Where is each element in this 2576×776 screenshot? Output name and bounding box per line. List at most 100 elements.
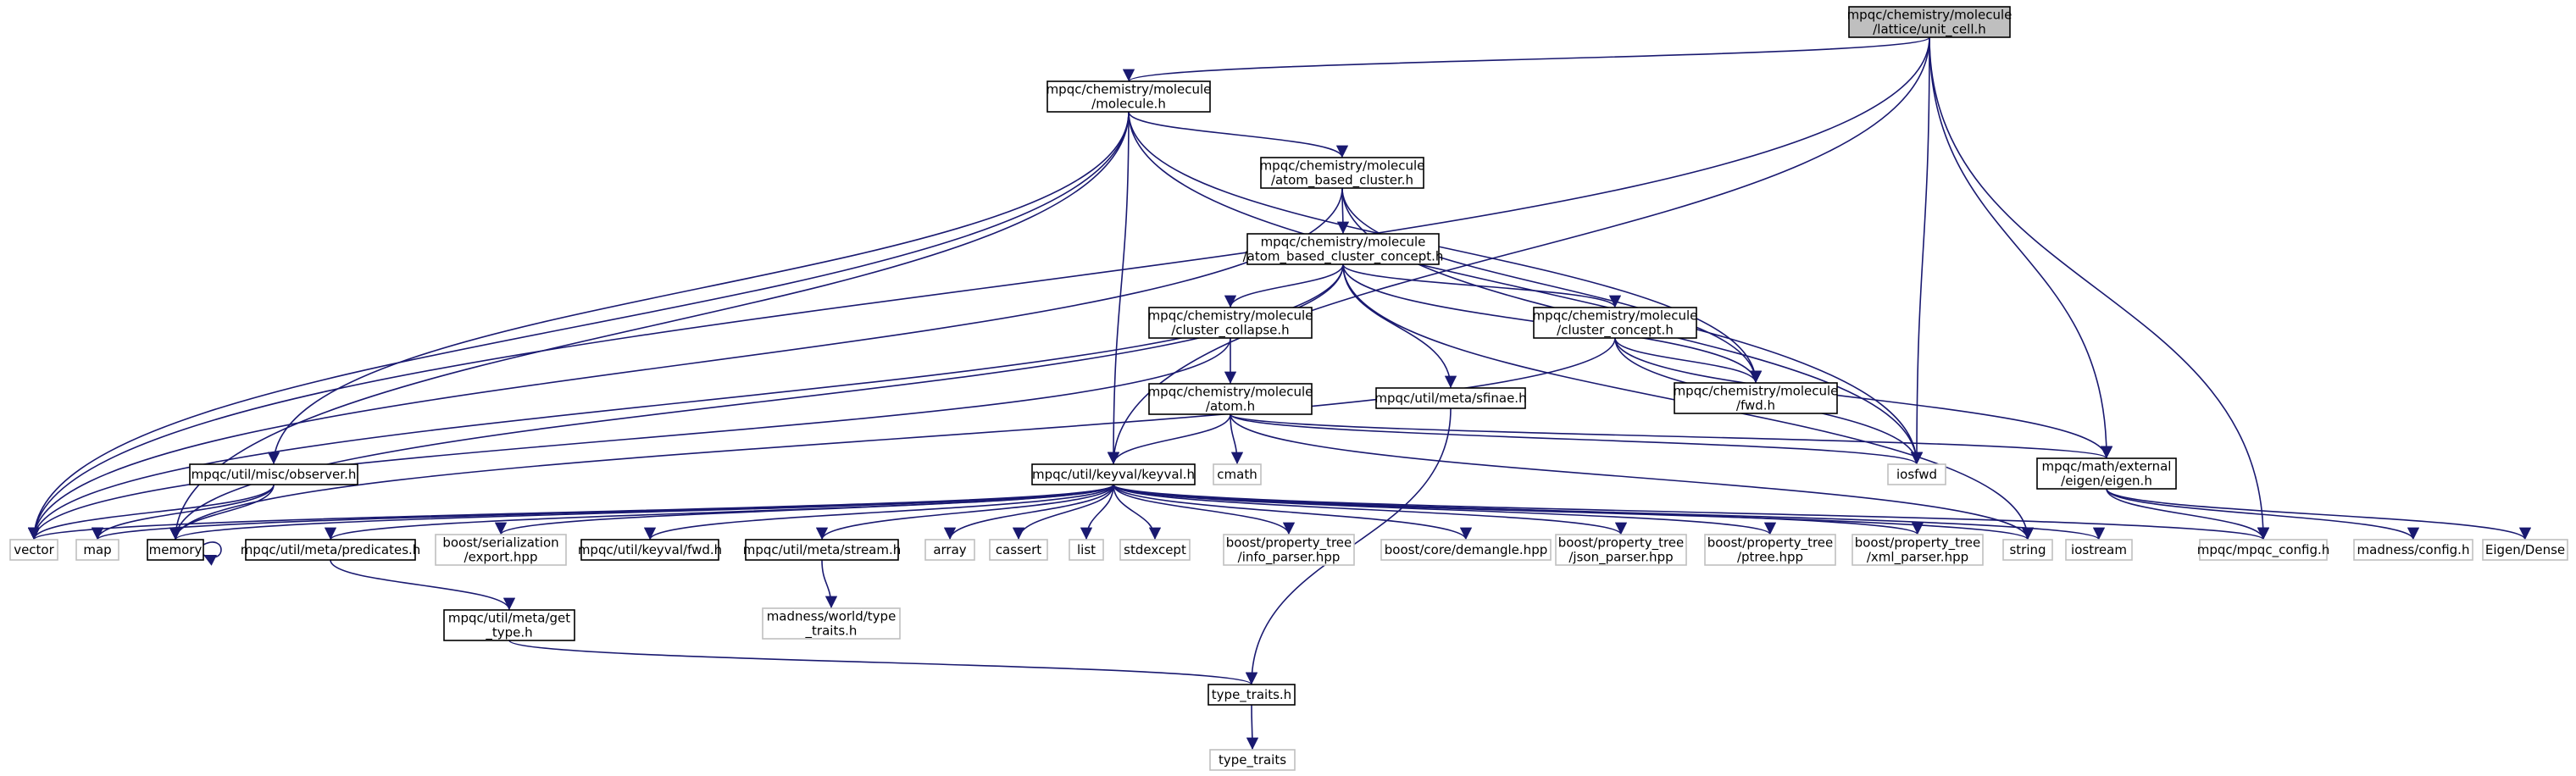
edge-path <box>508 640 1257 685</box>
node-box <box>2036 457 2177 490</box>
edge-path <box>1910 36 1930 465</box>
edge-keyval-to-stdexcept <box>1113 484 1162 540</box>
edge-path <box>1113 484 1627 535</box>
node-keyval[interactable]: mpqc/util/keyval/keyval.h <box>1031 463 1196 485</box>
edge-keyval-to-memory <box>169 484 1114 540</box>
node-molecule[interactable]: mpqc/chemistry/molecule/molecule.h <box>1046 80 1212 113</box>
node-madtraits: madness/world/type_traits.h <box>762 607 901 640</box>
node-label: mpqc/mpqc_config.h <box>2197 542 2330 558</box>
node-sfinae[interactable]: mpqc/util/meta/sfinae.h <box>1374 387 1527 409</box>
edge-path <box>169 111 1130 540</box>
node-label: /info_parser.hpp <box>1238 550 1341 566</box>
node-serexport: boost/serialization/export.hpp <box>435 534 567 566</box>
edge-path <box>1123 36 1930 82</box>
node-label: vector <box>14 542 54 557</box>
node-label: /cluster_concept.h <box>1557 323 1674 339</box>
edge-keyval-to-info <box>1113 484 1296 535</box>
node-label: mpqc/util/keyval/keyval.h <box>1032 467 1195 482</box>
node-label: mpqc/util/meta/predicates.h <box>241 542 421 557</box>
edge-gettype-to-typetraitsh <box>508 640 1257 685</box>
node-typetraitsh[interactable]: type_traits.h <box>1208 684 1296 706</box>
node-box <box>924 539 975 561</box>
node-box <box>1148 383 1313 415</box>
node-box <box>2065 539 2133 561</box>
node-json: boost/property_tree/json_parser.hpp <box>1555 534 1687 566</box>
edge-keyval-to-stream <box>815 484 1114 540</box>
node-label: map <box>83 542 111 557</box>
node-observer[interactable]: mpqc/util/misc/observer.h <box>189 463 358 485</box>
node-iosfwd: iosfwd <box>1887 463 1946 485</box>
node-memory[interactable]: memory <box>147 539 204 561</box>
node-box <box>1246 233 1440 265</box>
node-label: /molecule.h <box>1091 97 1166 112</box>
edge-molecule-to-abc <box>1128 111 1349 158</box>
edge-keyval-to-kvfwd <box>644 484 1114 540</box>
node-box <box>2002 539 2053 561</box>
edge-keyval-to-ptree <box>1113 484 1776 535</box>
edge-observer-to-vector <box>27 484 275 540</box>
edge-layer <box>27 36 2531 751</box>
node-label: mpqc/util/meta/sfinae.h <box>1374 391 1526 406</box>
edge-eigen-to-eigendense <box>2106 488 2531 540</box>
edge-path <box>325 484 1114 540</box>
node-box <box>1119 539 1191 561</box>
edge-path <box>267 111 1130 465</box>
node-abcc[interactable]: mpqc/chemistry/molecule/atom_based_clust… <box>1243 233 1444 265</box>
edge-path <box>1113 484 1776 535</box>
node-config: mpqc/mpqc_config.h <box>2197 539 2330 561</box>
edge-unit_cell-to-keyval <box>1107 36 1930 465</box>
node-unit_cell[interactable]: mpqc/chemistry/molecule/lattice/unit_cel… <box>1847 6 2012 38</box>
node-label: boost/property_tree <box>1707 535 1834 552</box>
edge-abcc-to-collapse <box>1224 263 1344 308</box>
node-box <box>2199 539 2328 561</box>
node-box <box>75 539 119 561</box>
edge-atom-to-cmath <box>1230 413 1244 465</box>
edge-abc-to-vector <box>27 187 1343 540</box>
node-predicates[interactable]: mpqc/util/meta/predicates.h <box>241 539 421 561</box>
node-label: _traits.h <box>805 624 858 640</box>
node-label: iosfwd <box>1896 467 1937 482</box>
node-label: /cluster_collapse.h <box>1171 323 1289 339</box>
node-layer: mpqc/chemistry/molecule/lattice/unit_cel… <box>9 6 2568 771</box>
edge-unit_cell-to-molecule <box>1123 36 1930 82</box>
edge-collapse-to-vector <box>27 337 1231 540</box>
node-box <box>1148 307 1313 339</box>
node-vector: vector <box>9 539 58 561</box>
node-molfwd[interactable]: mpqc/chemistry/molecule/fwd.h <box>1674 382 1839 414</box>
edge-path <box>169 337 1616 540</box>
edge-path <box>1128 111 1924 465</box>
node-label: boost/core/demangle.hpp <box>1385 542 1547 557</box>
node-gettype[interactable]: mpqc/util/meta/get_type.h <box>443 609 575 641</box>
node-stream[interactable]: mpqc/util/meta/stream.h <box>743 539 902 561</box>
node-box <box>1260 157 1424 189</box>
node-concept[interactable]: mpqc/chemistry/molecule/cluster_concept.… <box>1533 307 1698 339</box>
node-box <box>1533 307 1697 339</box>
edge-molecule-to-observer <box>267 111 1130 465</box>
edge-eigen-to-config <box>2106 488 2270 540</box>
edge-atom-to-string <box>1230 413 2035 540</box>
edge-unit_cell-to-config <box>1929 36 2270 540</box>
node-label: mpqc/chemistry/molecule <box>1261 235 1426 250</box>
edge-concept-to-eigen <box>1614 337 2113 459</box>
node-eigen[interactable]: mpqc/math/external/eigen/eigen.h <box>2036 457 2177 490</box>
node-box <box>435 534 567 566</box>
edge-path <box>27 337 1231 540</box>
node-array: array <box>924 539 975 561</box>
edge-keyval-to-config <box>1113 484 2269 540</box>
node-atom[interactable]: mpqc/chemistry/molecule/atom.h <box>1148 383 1313 415</box>
node-collapse[interactable]: mpqc/chemistry/molecule/cluster_collapse… <box>1148 307 1313 339</box>
node-ptree: boost/property_tree/ptree.hpp <box>1704 534 1836 566</box>
edge-path <box>27 187 1343 540</box>
edge-path <box>1107 111 1130 465</box>
edge-path <box>1113 484 2269 540</box>
edge-abcc-to-vector <box>27 263 1344 540</box>
edge-path <box>330 559 516 611</box>
node-label: boost/property_tree <box>1855 535 1981 552</box>
edge-eigen-to-madconfig <box>2106 488 2420 540</box>
edge-molecule-to-keyval <box>1107 111 1130 465</box>
edge-path <box>91 484 275 540</box>
node-abc[interactable]: mpqc/chemistry/molecule/atom_based_clust… <box>1260 157 1425 189</box>
edge-molecule-to-molfwd <box>1128 111 1763 384</box>
edge-path <box>1012 484 1114 540</box>
node-kvfwd[interactable]: mpqc/util/keyval/fwd.h <box>578 539 722 561</box>
